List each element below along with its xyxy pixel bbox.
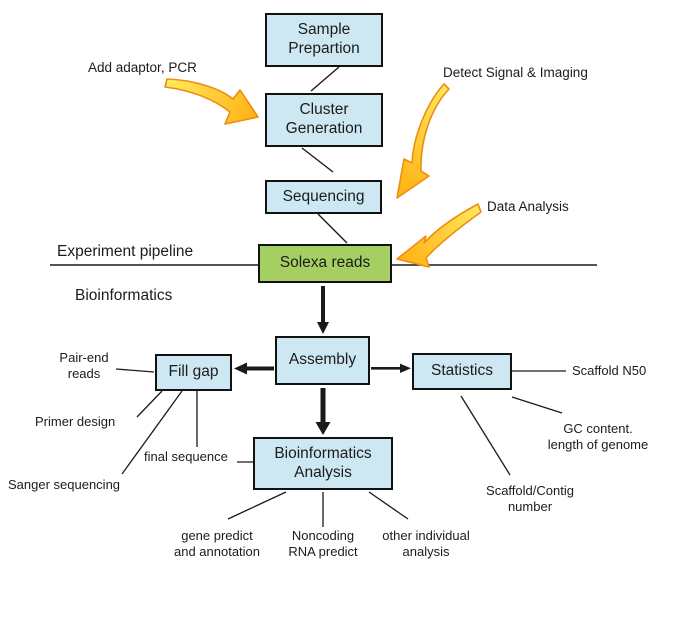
- label-other-individual: other individual analysis: [382, 528, 470, 559]
- box-assembly: Assembly: [275, 336, 370, 385]
- annotation-lines: [115, 368, 566, 527]
- box-sample-preparation: Sample Prepartion: [265, 13, 383, 67]
- box-cluster-generation: Cluster Generation: [265, 93, 383, 147]
- box-sequencing: Sequencing: [265, 180, 382, 214]
- label-gc-content: GC content. length of genome: [547, 421, 649, 452]
- label-sanger-sequencing: Sanger sequencing: [8, 477, 121, 492]
- flow-arrows: [234, 286, 411, 435]
- arrow-solexa-to-assembly: [317, 286, 329, 334]
- curved-arrow-data-analysis: [396, 203, 482, 268]
- box-statistics: Statistics: [412, 353, 512, 390]
- section-label-bioinformatics: Bioinformatics: [75, 287, 173, 304]
- curved-arrow-add-adaptor: [164, 78, 259, 125]
- label-scaffold-contig: Scaffold/Contig number: [486, 483, 574, 514]
- arrow-assembly-to-analysis: [315, 388, 331, 435]
- label-final-sequence: final sequence: [144, 449, 228, 464]
- label-gene-predict: gene predict and annotation: [173, 528, 261, 559]
- label-primer-design: Primer design: [35, 414, 116, 429]
- label-scaffold-n50: Scaffold N50: [572, 363, 647, 378]
- arrow-assembly-to-fillgap: [234, 362, 274, 375]
- label-detect-signal: Detect Signal & Imaging: [443, 65, 588, 80]
- arrow-assembly-to-statistics: [371, 363, 411, 373]
- box-fill-gap: Fill gap: [155, 354, 232, 391]
- box-bioinformatics-analysis: Bioinformatics Analysis: [253, 437, 393, 490]
- section-label-experiment-pipeline: Experiment pipeline: [57, 243, 194, 260]
- label-pair-end-reads: Pair-end reads: [59, 350, 109, 381]
- label-add-adaptor: Add adaptor, PCR: [88, 60, 197, 75]
- curved-arrow-detect-signal: [396, 83, 450, 199]
- label-data-analysis: Data Analysis: [487, 199, 569, 214]
- box-solexa-reads: Solexa reads: [258, 244, 392, 283]
- label-noncoding-rna: Noncoding RNA predict: [288, 528, 358, 559]
- top-flow-connectors: [301, 66, 348, 244]
